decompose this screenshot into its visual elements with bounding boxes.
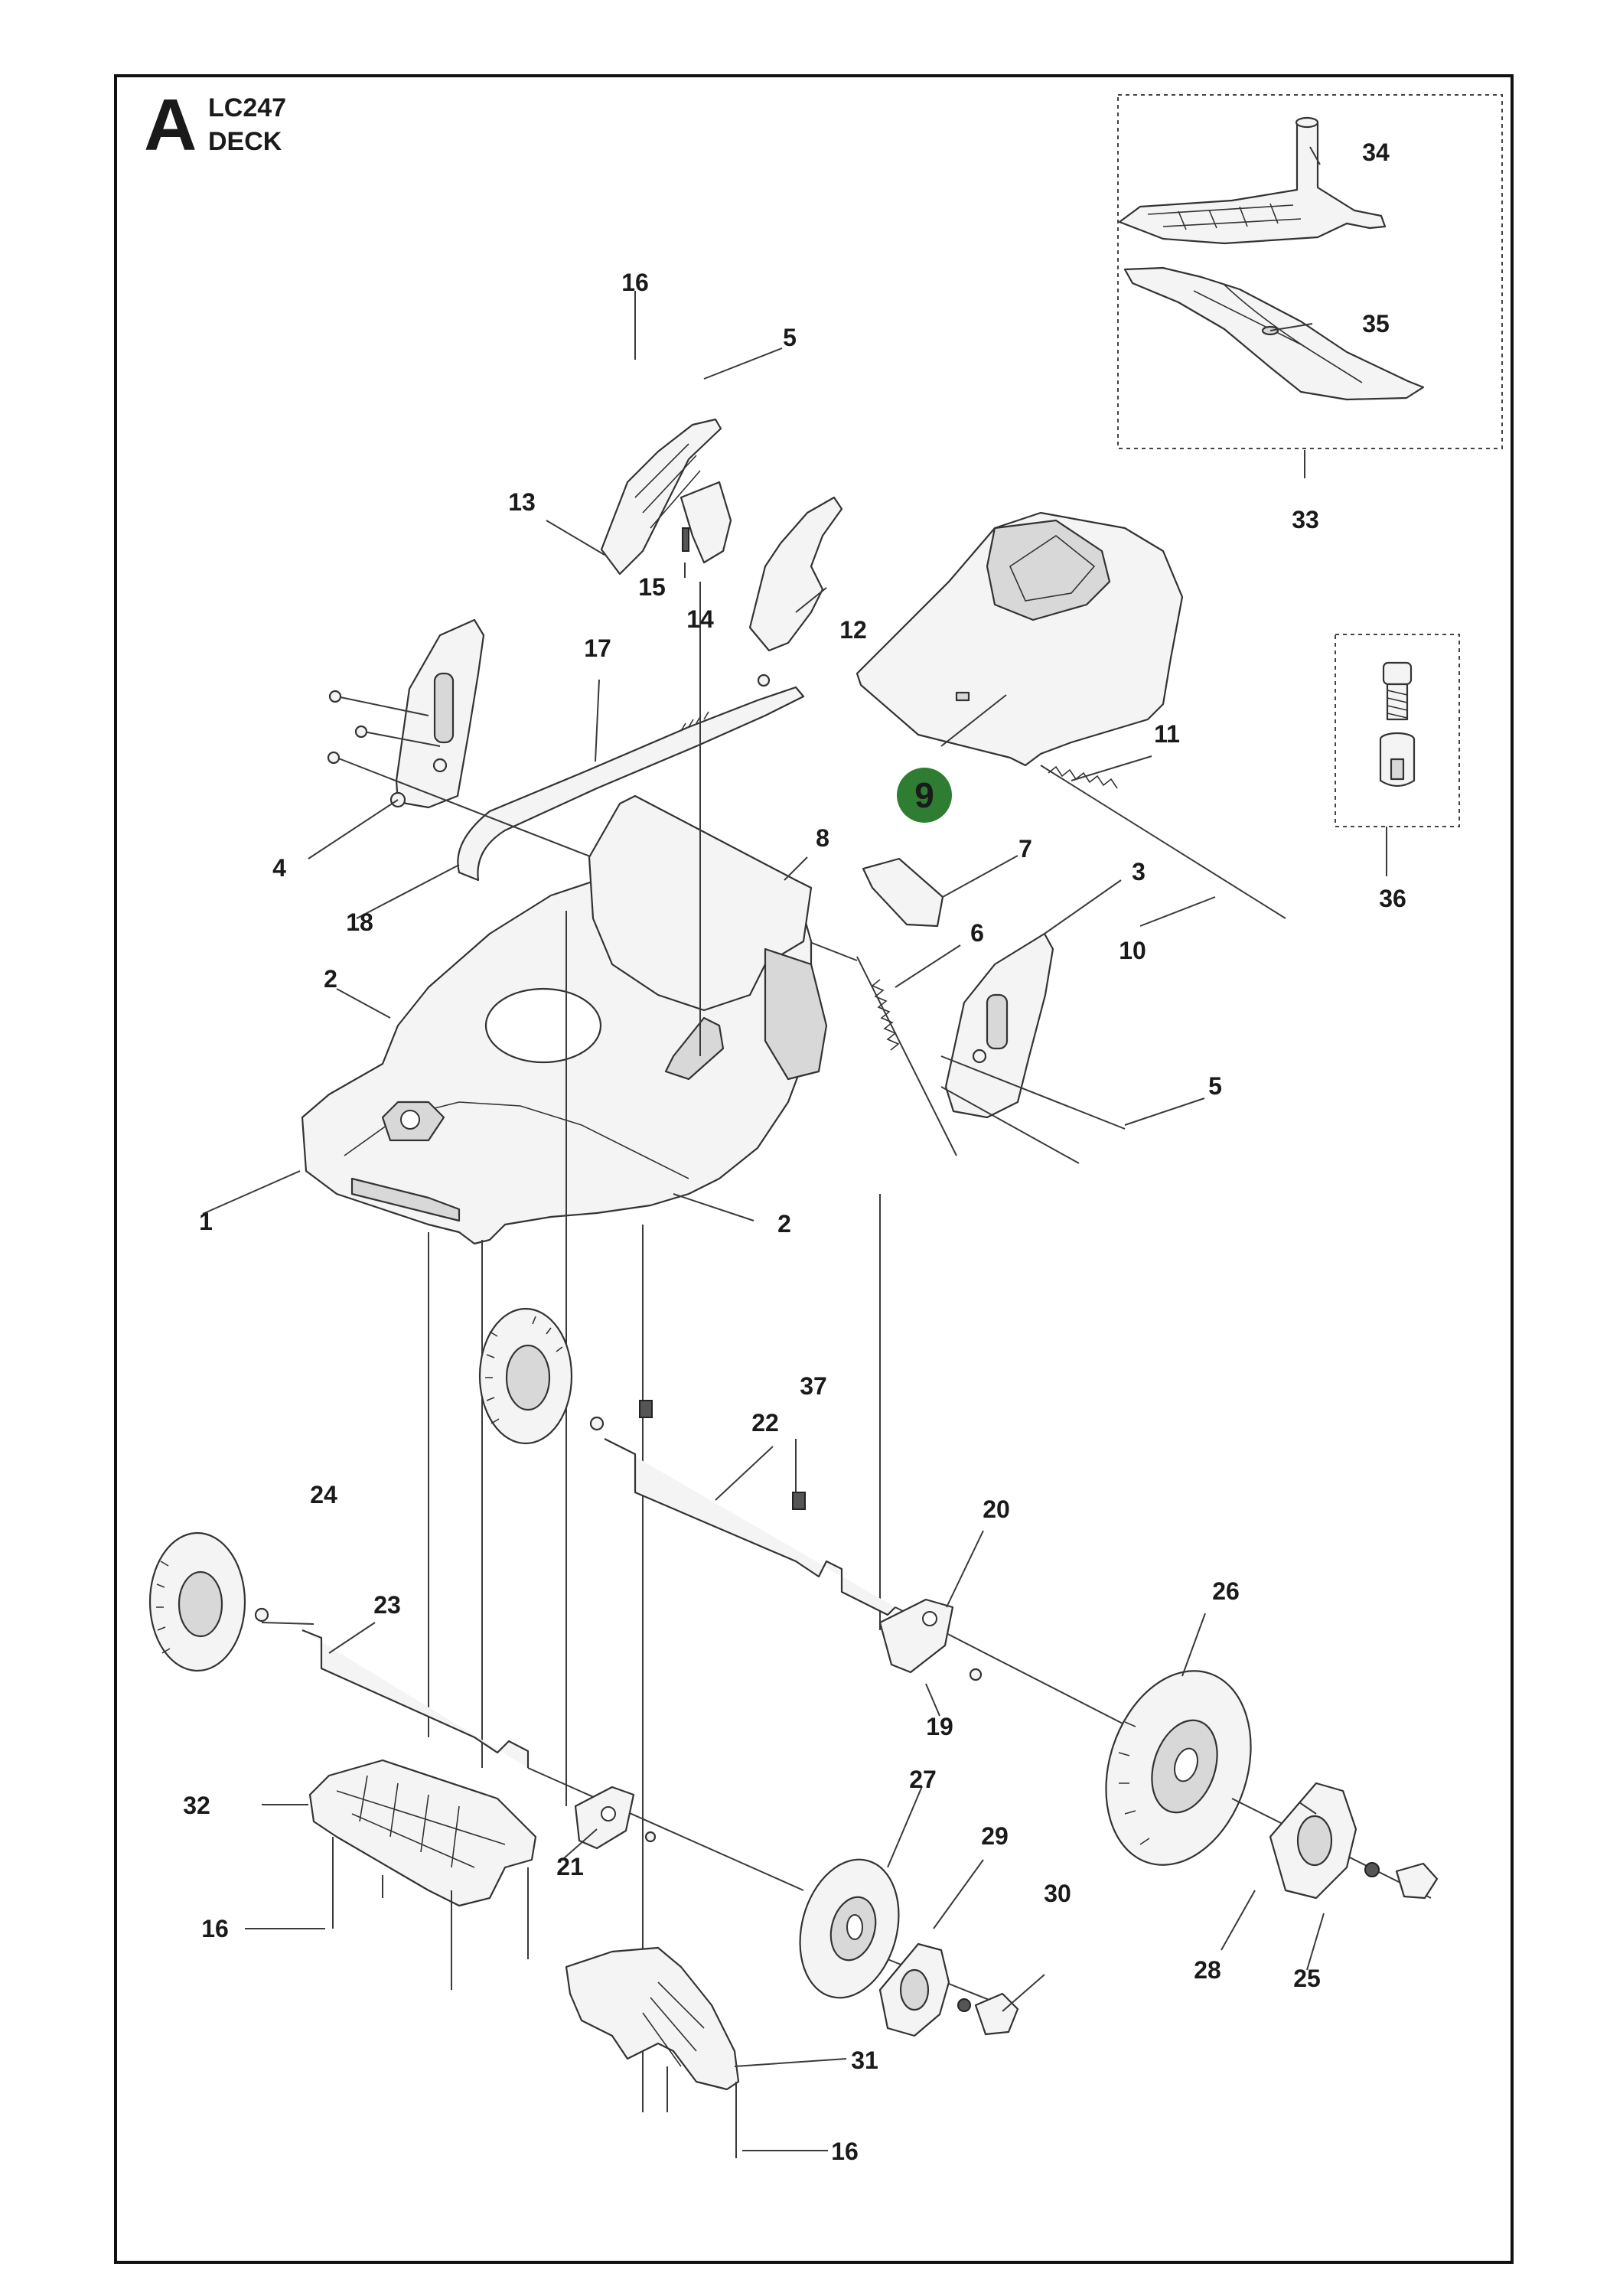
- callout-15: 15: [638, 573, 666, 601]
- model-name: LC247: [208, 93, 286, 122]
- diagram-border: [114, 74, 1514, 2264]
- leader-lines: [202, 146, 1387, 2151]
- rod-and-spring: [1040, 765, 1286, 919]
- parts-artwork: [148, 116, 1439, 2158]
- callout-19: 19: [926, 1713, 953, 1740]
- blade: [1123, 266, 1425, 401]
- callout-35: 35: [1362, 310, 1390, 338]
- callout-32: 32: [183, 1792, 210, 1819]
- callout-14: 14: [686, 605, 714, 633]
- callout-26: 26: [1212, 1577, 1240, 1605]
- rear-flap: [855, 511, 1184, 767]
- callout-31: 31: [851, 2047, 878, 2074]
- callout-16: 16: [831, 2138, 859, 2165]
- callout-21: 21: [556, 1853, 584, 1880]
- right-side-bracket: [940, 932, 1126, 1164]
- callout-3: 3: [1132, 858, 1146, 885]
- front-axle: [301, 1629, 804, 1891]
- bolt-and-bushing: [1379, 661, 1416, 788]
- callout-37: 37: [800, 1372, 827, 1400]
- section-letter: A: [144, 84, 197, 166]
- callout-5: 5: [783, 324, 797, 351]
- callout-27: 27: [909, 1766, 937, 1793]
- rear-right-wheel: [1105, 1670, 1432, 1899]
- left-side-bracket: [327, 618, 858, 961]
- front-left-wheel: [148, 1531, 269, 1672]
- callout-7: 7: [1018, 835, 1032, 863]
- callout-28: 28: [1194, 1956, 1221, 1984]
- blade-kit-box: [1117, 94, 1503, 449]
- callout-11: 11: [1154, 720, 1180, 748]
- callout-4: 4: [272, 854, 286, 882]
- callout-25: 25: [1293, 1965, 1321, 1992]
- callout-2: 2: [324, 965, 337, 993]
- highlight-number: 9: [914, 775, 934, 815]
- callout-20: 20: [983, 1495, 1010, 1523]
- callout-17: 17: [584, 634, 611, 662]
- rear-left-wheel: [478, 1307, 605, 1445]
- callout-30: 30: [1044, 1880, 1071, 1907]
- callout-24: 24: [310, 1481, 337, 1508]
- callout-13: 13: [508, 488, 536, 516]
- callout-22: 22: [751, 1409, 779, 1437]
- callout-12: 12: [839, 616, 867, 644]
- mower-deck: [301, 794, 828, 1245]
- rear-hub-cap: [1269, 1782, 1439, 1900]
- upper-handle: [457, 673, 805, 882]
- callout-6: 6: [970, 919, 984, 947]
- callout-labels: 1 2 2 3 4 5 5 6 7 8 10 11 12 13 14 15 16…: [183, 139, 1406, 2165]
- front-right-wheel: [799, 1858, 1003, 2006]
- callout-8: 8: [816, 824, 829, 852]
- callout-18: 18: [346, 908, 373, 936]
- discharge-chute: [565, 1946, 740, 2158]
- front-hub-cap: [878, 1942, 1019, 2037]
- callout-16: 16: [201, 1915, 229, 1942]
- callout-36: 36: [1379, 885, 1406, 912]
- callout-34: 34: [1362, 139, 1390, 166]
- blade-adapter: [1118, 116, 1387, 245]
- rear-axle-bracket: [878, 1598, 983, 1681]
- callout-1: 1: [199, 1208, 213, 1235]
- front-axle-bracket: [574, 1786, 657, 1850]
- height-adjust-lever: [600, 418, 843, 652]
- callout-23: 23: [373, 1591, 401, 1619]
- callout-33: 33: [1292, 506, 1319, 533]
- section-name: DECK: [208, 127, 282, 156]
- highlight-badge: [897, 768, 952, 823]
- callout-29: 29: [981, 1822, 1009, 1850]
- callout-16: 16: [621, 269, 649, 296]
- hardware-kit-box: [1335, 634, 1460, 827]
- rear-skid-plate: [308, 1759, 537, 1990]
- callout-2: 2: [777, 1210, 791, 1238]
- spring-and-hatch: [856, 857, 957, 1156]
- callout-5: 5: [1208, 1072, 1222, 1100]
- callout-10: 10: [1119, 937, 1146, 964]
